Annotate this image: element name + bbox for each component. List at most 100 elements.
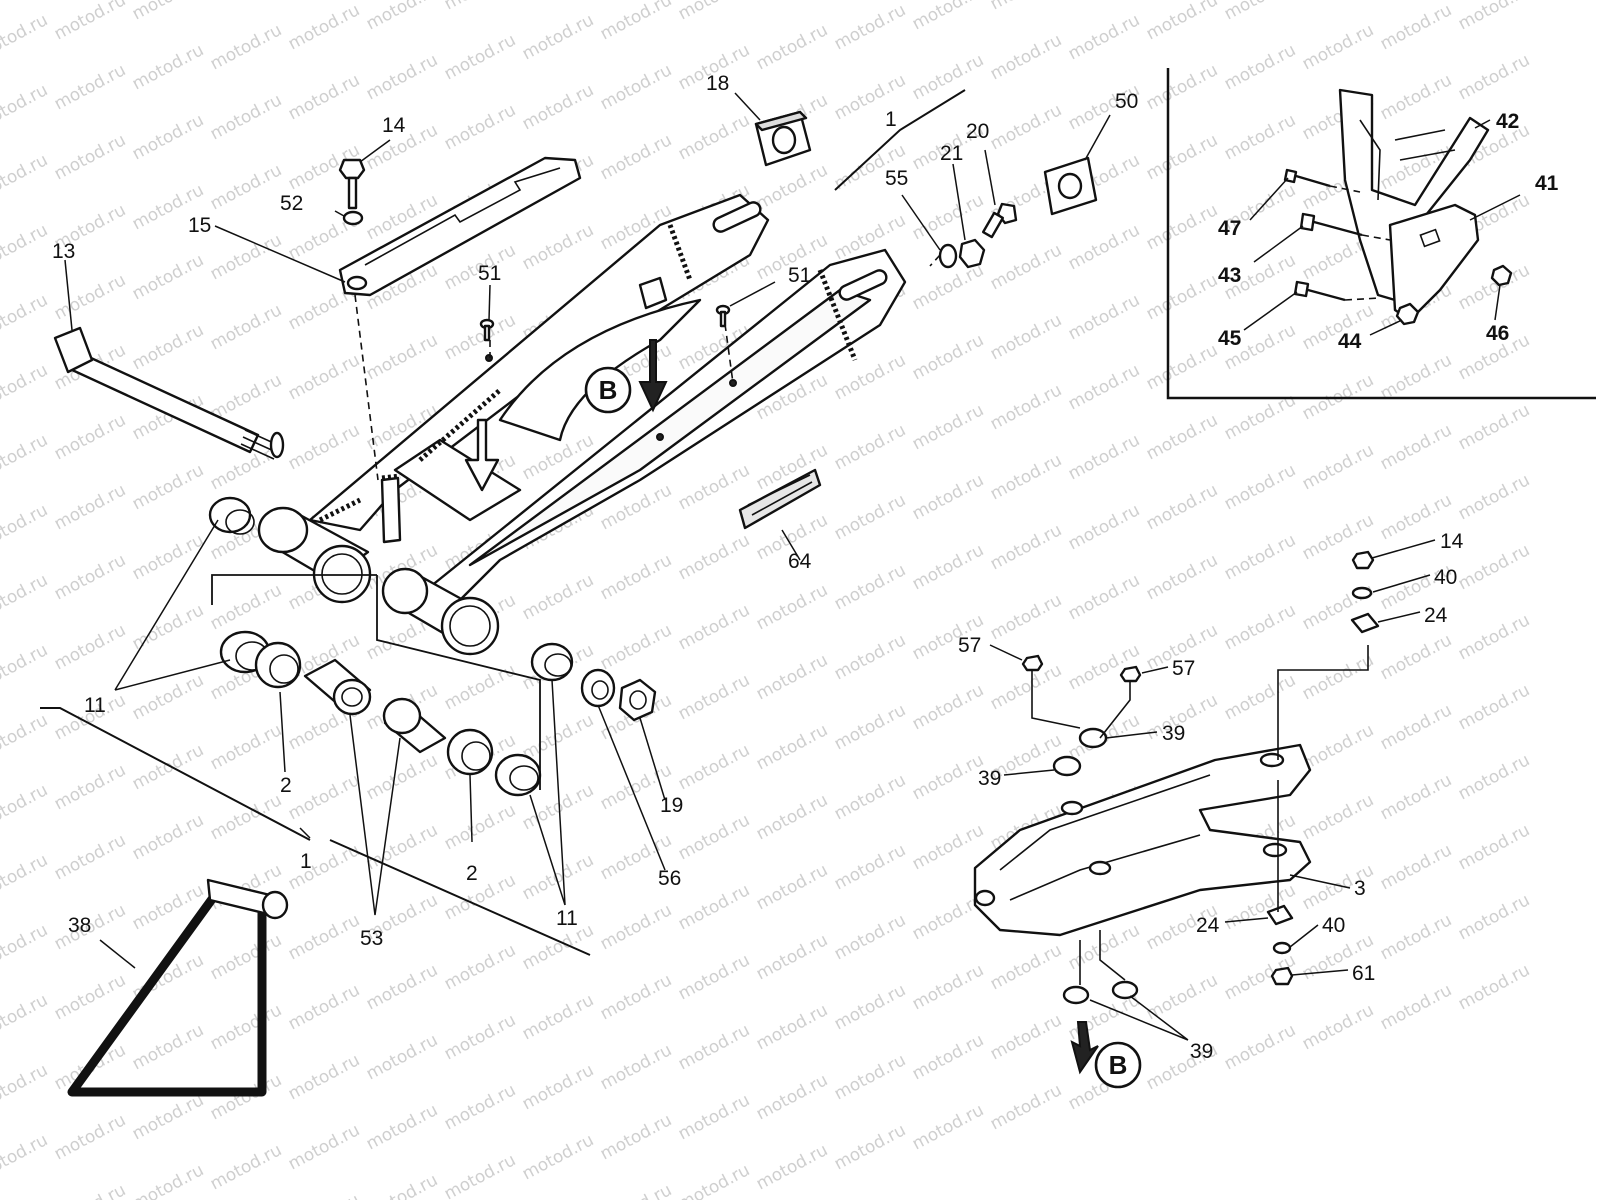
callout-61: 61	[1352, 962, 1375, 985]
washer-55	[938, 243, 958, 269]
watermark-text: motod.ru	[675, 670, 753, 724]
watermark-text: motod.ru	[441, 1080, 519, 1134]
swingarm-body: B	[257, 193, 907, 656]
watermark-text: motod.ru	[987, 1010, 1065, 1064]
watermark-text: motod.ru	[675, 110, 753, 164]
callout-55: 55	[885, 167, 908, 190]
callout-43: 43	[1218, 264, 1241, 287]
watermark-text: motod.ru	[753, 20, 831, 74]
badge-b-main	[584, 366, 632, 414]
watermark-text: motod.ru	[1455, 470, 1533, 524]
watermark-text: motod.ru	[1377, 840, 1455, 894]
badge-b-guard-label: B	[1109, 1050, 1128, 1080]
watermark-text: motod.ru	[363, 820, 441, 874]
watermark-text: motod.ru	[987, 100, 1065, 154]
watermark-text: motod.ru	[441, 940, 519, 994]
watermark-text: motod.ru	[909, 470, 987, 524]
watermark-text: motod.ru	[285, 910, 363, 964]
watermark-text: motod.ru	[519, 850, 597, 904]
watermark-text: motod.ru	[909, 50, 987, 104]
watermark-text: motod.ru	[597, 900, 675, 954]
watermark-text: motod.ru	[51, 410, 129, 464]
watermark-text: motod.ru	[1455, 890, 1533, 944]
watermark-text: motod.ru	[987, 380, 1065, 434]
watermark-text: motod.ru	[1455, 540, 1533, 594]
watermark-text: motod.ru	[831, 1050, 909, 1104]
watermark-text: motod.ru	[0, 360, 51, 414]
watermark-text: motod.ru	[831, 700, 909, 754]
callout-57-right: 57	[1172, 657, 1195, 680]
watermark-text: motod.ru	[1221, 880, 1299, 934]
watermark-text: motod.ru	[129, 1160, 207, 1200]
watermark-text: motod.ru	[1377, 980, 1455, 1034]
adjuster-block-50	[1043, 156, 1098, 216]
watermark-text: motod.ru	[987, 310, 1065, 364]
arrow-hollow	[464, 418, 500, 492]
callout-20: 20	[966, 120, 989, 143]
watermark-text: motod.ru	[1143, 970, 1221, 1024]
nut-21	[958, 238, 986, 269]
callout-2-right: 2	[466, 862, 478, 885]
watermark-text: motod.ru	[0, 220, 51, 274]
callout-42: 42	[1496, 110, 1519, 133]
watermark-text: motod.ru	[597, 1180, 675, 1200]
watermark-text: motod.ru	[51, 0, 129, 44]
watermark-text: motod.ru	[909, 750, 987, 804]
watermark-text: motod.ru	[1221, 40, 1299, 94]
watermark-text: motod.ru	[1143, 60, 1221, 114]
watermark-text: motod.ru	[675, 600, 753, 654]
watermark-text: motod.ru	[0, 780, 51, 834]
swingarm-pivot-axle-13	[53, 326, 285, 460]
watermark-text: motod.ru	[1299, 440, 1377, 494]
watermark-text: motod.ru	[51, 760, 129, 814]
guard-hardware	[1021, 550, 1380, 1075]
watermark-text: motod.ru	[909, 1100, 987, 1154]
watermark-text: motod.ru	[363, 1100, 441, 1154]
watermark-text: motod.ru	[1377, 0, 1455, 54]
watermark-text: motod.ru	[129, 1090, 207, 1144]
watermark-text: motod.ru	[0, 850, 51, 904]
watermark-text: motod.ru	[909, 540, 987, 594]
watermark-text: motod.ru	[909, 190, 987, 244]
watermark-text: motod.ru	[207, 1140, 285, 1194]
watermark-text: motod.ru	[51, 620, 129, 674]
watermark-text: motod.ru	[1065, 500, 1143, 554]
watermark-text: motod.ru	[1299, 0, 1377, 4]
watermark-text: motod.ru	[1221, 110, 1299, 164]
watermark-text: motod.ru	[519, 1130, 597, 1184]
watermark-text: motod.ru	[1455, 820, 1533, 874]
watermark-text: motod.ru	[1377, 700, 1455, 754]
watermark-text: motod.ru	[753, 1000, 831, 1054]
bolt-43	[1299, 212, 1363, 237]
watermark-text: motod.ru	[0, 10, 51, 64]
watermark-text: motod.ru	[51, 550, 129, 604]
watermark-text: motod.ru	[597, 130, 675, 184]
watermark-text: motod.ru	[519, 710, 597, 764]
watermark-text: motod.ru	[753, 1070, 831, 1124]
watermark-text: motod.ru	[441, 0, 519, 14]
callout-51-left: 51	[478, 262, 501, 285]
callout-41: 41	[1535, 172, 1559, 195]
watermark-text: motod.ru	[753, 930, 831, 984]
watermark-text: motod.ru	[519, 80, 597, 134]
watermark-text: motod.ru	[597, 970, 675, 1024]
watermark-text: motod.ru	[363, 50, 441, 104]
watermark-text: motod.ru	[1455, 610, 1533, 664]
watermark-text: motod.ru	[1143, 0, 1221, 44]
pivot-tube-right	[381, 567, 500, 656]
watermark-text: motod.ru	[1221, 0, 1299, 24]
watermark-text: motod.ru	[1299, 1000, 1377, 1054]
watermark-text: motod.ru	[831, 0, 909, 54]
watermark-text: motod.ru	[363, 960, 441, 1014]
callout-24-top: 24	[1424, 604, 1448, 627]
watermark-text: motod.ru	[753, 650, 831, 704]
watermark-text: motod.ru	[987, 30, 1065, 84]
watermark-text: motod.ru	[909, 0, 987, 34]
watermark-text: motod.ru	[1143, 270, 1221, 324]
watermark-text: motod.ru	[597, 0, 675, 44]
watermark-text: motod.ru	[441, 100, 519, 154]
badge-b-main-label: B	[599, 375, 618, 405]
watermark-text: motod.ru	[363, 330, 441, 384]
watermark-text: motod.ru	[363, 0, 441, 34]
watermark-text: motod.ru	[285, 840, 363, 894]
